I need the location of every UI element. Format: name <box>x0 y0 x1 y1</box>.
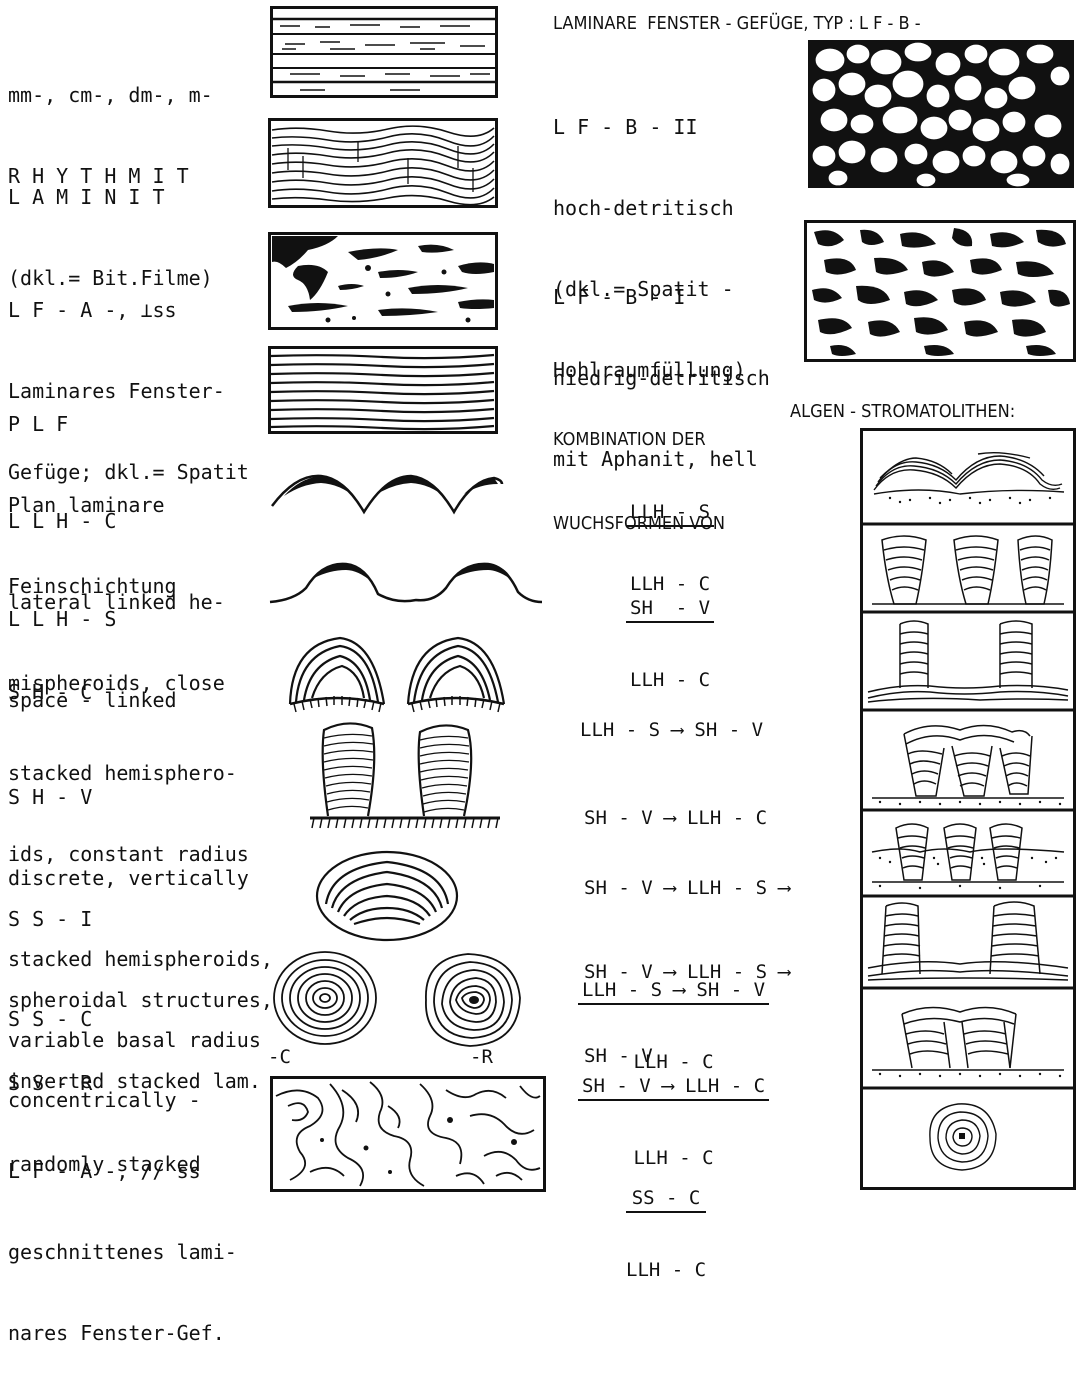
swatch-ss-c <box>270 948 380 1048</box>
label-lf-a-par: L F - A -, // ss geschnittenes lami- nar… <box>8 1104 237 1374</box>
swatch-lf-b-ii <box>808 40 1074 188</box>
combination-title-right: ALGEN - STROMATOLITHEN: <box>790 398 1015 426</box>
ss-c-mark: -C <box>268 1046 291 1068</box>
swatch-llh-c <box>266 462 506 532</box>
lf-b-header: LAMINARE FENSTER - GEFÜGE, TYP : L F - B… <box>553 10 921 37</box>
swatch-lf-a-perp <box>268 232 498 330</box>
ss-r-mark: -R <box>470 1046 493 1068</box>
swatch-ss-i <box>312 846 462 946</box>
swatch-plf <box>268 346 498 434</box>
swatch-laminit <box>268 118 498 208</box>
swatch-sh-v <box>306 720 502 840</box>
stromatolite-panels <box>860 428 1076 1190</box>
swatch-lf-b-i <box>804 220 1076 362</box>
swatch-lf-a-par <box>270 1076 546 1192</box>
swatch-sh-c <box>282 634 512 730</box>
combo-8: SS - C LLH - C <box>626 1142 706 1305</box>
swatch-rhythmit <box>270 6 498 98</box>
swatch-ss-r <box>416 950 526 1050</box>
swatch-llh-s <box>266 548 546 610</box>
